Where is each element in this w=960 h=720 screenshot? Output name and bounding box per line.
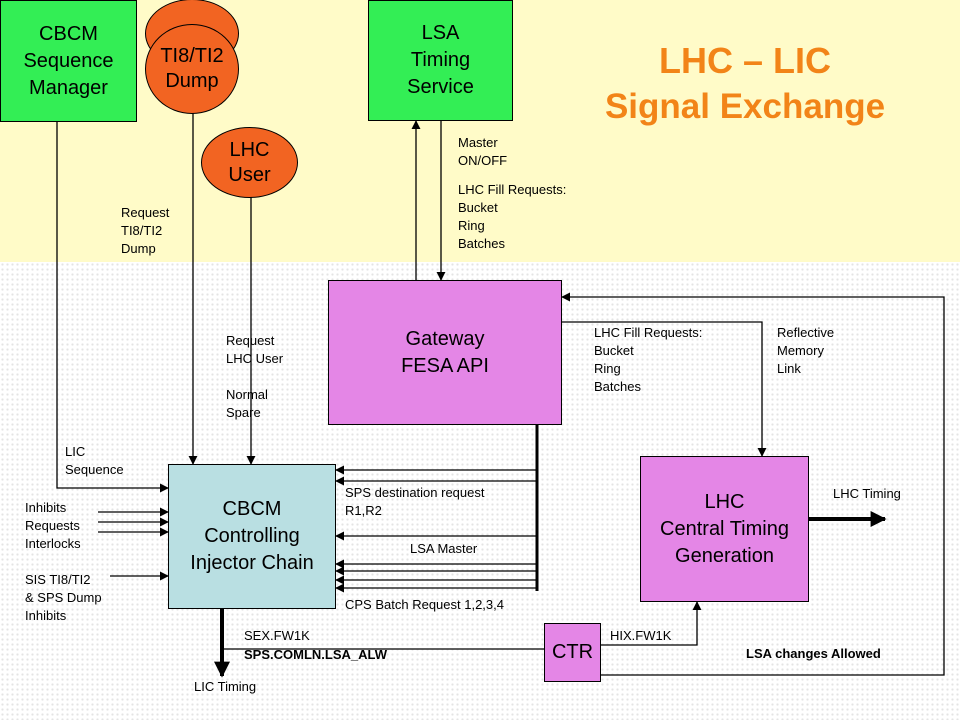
node-cbcm-sequence-manager-line-3: Manager <box>29 76 108 99</box>
label-request-lhc-user-line-2: LHC User <box>226 351 284 366</box>
label-inhibits-line-1: Inhibits <box>25 500 67 515</box>
label-inhibits-line-3: Interlocks <box>25 536 81 551</box>
label-reflective-memory-link: Reflective Memory Link <box>777 324 834 378</box>
label-cps-batch-request: CPS Batch Request 1,2,3,4 <box>345 596 504 614</box>
label-inhibits-requests-interlocks: Inhibits Requests Interlocks <box>25 499 81 553</box>
label-lic-timing: LIC Timing <box>194 678 256 696</box>
label-sps-comln-lsa-alw: SPS.COMLN.LSA_ALW <box>244 646 387 664</box>
label-hix-fw1k: HIX.FW1K <box>610 627 671 645</box>
diagram-title-line-2: Signal Exchange <box>604 87 886 126</box>
label-lsa-changes-allowed: LSA changes Allowed <box>746 645 881 663</box>
label-lhc-timing-text: LHC Timing <box>833 486 901 501</box>
label-sis-line-3: Inhibits <box>25 608 67 623</box>
node-gateway-line-2: FESA API <box>401 354 489 377</box>
label-normal-spare: Normal Spare <box>226 386 268 422</box>
label-fill-right-line-3: Ring <box>594 361 621 376</box>
node-cbcm-sequence-manager-line-1: CBCM <box>39 22 98 45</box>
label-lhc-fill-requests-right: LHC Fill Requests: Bucket Ring Batches <box>594 324 702 396</box>
label-request-lhc-user: Request LHC User <box>226 332 283 368</box>
node-cbcm-sequence-manager-line-2: Sequence <box>23 49 114 72</box>
node-lsa-timing-service: LSA Timing Service <box>368 0 513 121</box>
label-lic-sequence-line-1: LIC <box>65 444 86 459</box>
label-fill-top-line-2: Bucket <box>458 200 498 215</box>
node-ti8-ti2-dump: TI8/TI2 Dump <box>145 24 239 114</box>
label-sex-fw1k-text: SEX.FW1K <box>244 628 310 643</box>
node-lsa-timing-service-line-2: Timing <box>410 49 471 71</box>
node-lhc-ctg-line-2: Central Timing <box>660 517 789 540</box>
label-hix-fw1k-text: HIX.FW1K <box>610 628 672 643</box>
label-lic-sequence: LIC Sequence <box>65 443 124 479</box>
label-lic-sequence-line-2: Sequence <box>65 462 124 477</box>
label-normal-spare-line-2: Spare <box>226 405 261 420</box>
node-lhc-ctg-line-1: LHC <box>704 490 745 513</box>
label-lhc-fill-requests-top: LHC Fill Requests: Bucket Ring Batches <box>458 181 566 253</box>
label-fill-right-line-1: LHC Fill Requests: <box>594 325 703 340</box>
node-ti8-ti2-dump-line-2: Dump <box>165 70 219 92</box>
node-lhc-user: LHC User <box>201 127 298 198</box>
wire-reflective-memory-loop <box>561 292 945 676</box>
node-lhc-user-line-1: LHC <box>229 138 270 161</box>
node-ti8-ti2-dump-line-1: TI8/TI2 <box>160 45 224 67</box>
label-request-ti8-line-1: Request <box>121 205 170 220</box>
label-sps-dest-line-2: R1,R2 <box>345 503 382 518</box>
wire-lic-sequence <box>56 122 169 493</box>
label-master-onoff-line-1: Master <box>458 135 498 150</box>
label-cps-batch-text: CPS Batch Request 1,2,3,4 <box>345 597 504 612</box>
node-ctr: CTR <box>544 623 601 682</box>
node-cbcm-chain-line-2: Controlling <box>204 525 300 547</box>
label-fill-right-line-4: Batches <box>594 379 641 394</box>
wire-hix-fw1k <box>600 601 702 646</box>
label-fill-top-line-4: Batches <box>458 236 505 251</box>
node-gateway-fesa-api: Gateway FESA API <box>328 280 562 425</box>
diagram-title-line-1: LHC – LIC <box>658 40 831 81</box>
label-inhibits-line-2: Requests <box>25 518 80 533</box>
diagram-title: LHC – LIC Signal Exchange <box>560 38 930 130</box>
label-lic-timing-text: LIC Timing <box>194 679 257 694</box>
label-fill-top-line-1: LHC Fill Requests: <box>458 182 567 197</box>
label-lsa-master-text: LSA Master <box>410 541 478 556</box>
label-reflective-line-1: Reflective <box>777 325 835 340</box>
node-lhc-ctg-line-3: Generation <box>675 544 774 567</box>
node-cbcm-sequence-manager: CBCM Sequence Manager <box>0 0 137 122</box>
node-cbcm-chain-line-3: Injector Chain <box>190 552 314 574</box>
label-sis-line-2: & SPS Dump <box>25 590 102 605</box>
label-request-ti8-line-3: Dump <box>121 241 156 256</box>
label-sps-destination-request: SPS destination request R1,R2 <box>345 484 484 520</box>
label-fill-top-line-3: Ring <box>458 218 485 233</box>
label-lhc-timing: LHC Timing <box>833 485 901 503</box>
label-sps-comln-text: SPS.COMLN.LSA_ALW <box>244 647 388 662</box>
label-request-lhc-user-line-1: Request <box>226 333 275 348</box>
node-gateway-line-1: Gateway <box>405 327 485 350</box>
label-sis-inhibits: SIS TI8/TI2 & SPS Dump Inhibits <box>25 571 102 625</box>
label-request-ti8-ti2-dump: Request TI8/TI2 Dump <box>121 204 169 258</box>
label-sps-dest-line-1: SPS destination request <box>345 485 485 500</box>
label-reflective-line-3: Link <box>777 361 801 376</box>
node-lhc-central-timing-generation: LHC Central Timing Generation <box>640 456 809 602</box>
label-request-ti8-line-2: TI8/TI2 <box>121 223 163 238</box>
label-master-onoff-line-2: ON/OFF <box>458 153 508 168</box>
wire-lhc-fill-requests-right <box>562 321 767 457</box>
label-reflective-line-2: Memory <box>777 343 824 358</box>
label-sex-fw1k: SEX.FW1K <box>244 627 310 645</box>
label-normal-spare-line-1: Normal <box>226 387 268 402</box>
node-lsa-timing-service-line-3: Service <box>407 76 474 98</box>
label-lsa-master: LSA Master <box>410 540 477 558</box>
node-cbcm-chain-line-1: CBCM <box>222 498 282 520</box>
node-lhc-user-line-2: User <box>228 163 271 186</box>
label-lsa-changes-text: LSA changes Allowed <box>746 646 881 661</box>
node-cbcm-controlling-injector-chain: CBCM Controlling Injector Chain <box>168 464 336 609</box>
label-sis-line-1: SIS TI8/TI2 <box>25 572 91 587</box>
label-fill-right-line-2: Bucket <box>594 343 634 358</box>
label-master-onoff: Master ON/OFF <box>458 134 507 170</box>
node-ctr-label: CTR <box>551 641 594 663</box>
node-lsa-timing-service-line-1: LSA <box>421 22 460 44</box>
